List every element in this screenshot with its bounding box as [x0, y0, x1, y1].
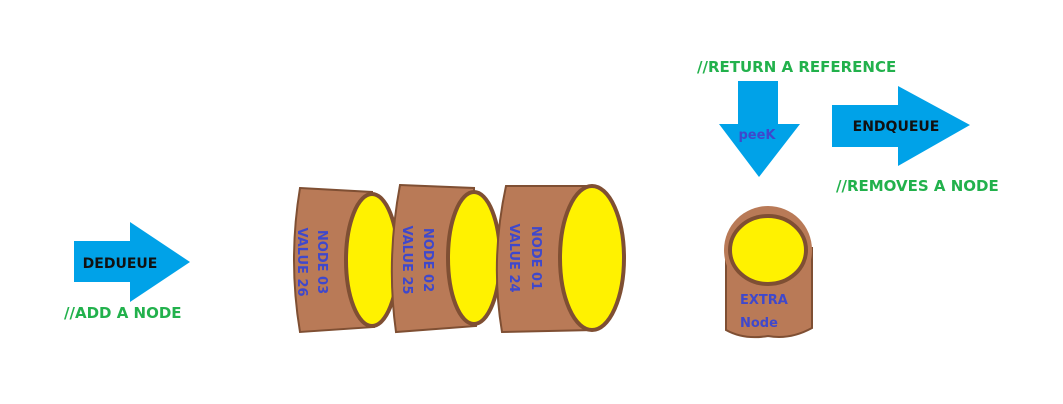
endqueue-arrow: ENDQUEUE: [832, 86, 970, 166]
node-cylinder-1: NODE 01 VALUE 24: [495, 184, 626, 334]
peek-label: peeK: [738, 128, 776, 143]
extra-node-cylinder: EXTRA Node: [724, 206, 813, 339]
node-2-name: NODE 02: [420, 228, 435, 292]
comment-return-reference: //RETURN A REFERENCE: [697, 58, 897, 76]
endqueue-label: ENDQUEUE: [853, 119, 940, 135]
comment-removes-node: //REMOVES A NODE: [836, 177, 999, 195]
dedueue-arrow: DEDUEUE: [74, 222, 190, 302]
node-3-name: NODE 03: [314, 230, 329, 294]
node-1-name: NODE 01: [528, 226, 543, 290]
peek-arrow: peeK: [719, 81, 800, 177]
extra-node-line1: EXTRA: [740, 293, 788, 308]
node-1-value: VALUE 24: [506, 223, 521, 292]
dedueue-label: DEDUEUE: [83, 256, 158, 272]
extra-node-line2: Node: [740, 316, 778, 331]
comment-add-node: //ADD A NODE: [64, 304, 182, 322]
node-cylinder-2: NODE 02 VALUE 25: [390, 183, 502, 334]
node-3-value: VALUE 26: [294, 227, 309, 296]
node-2-value: VALUE 25: [399, 225, 414, 294]
node-cylinder-3: NODE 03 VALUE 26: [293, 186, 400, 334]
